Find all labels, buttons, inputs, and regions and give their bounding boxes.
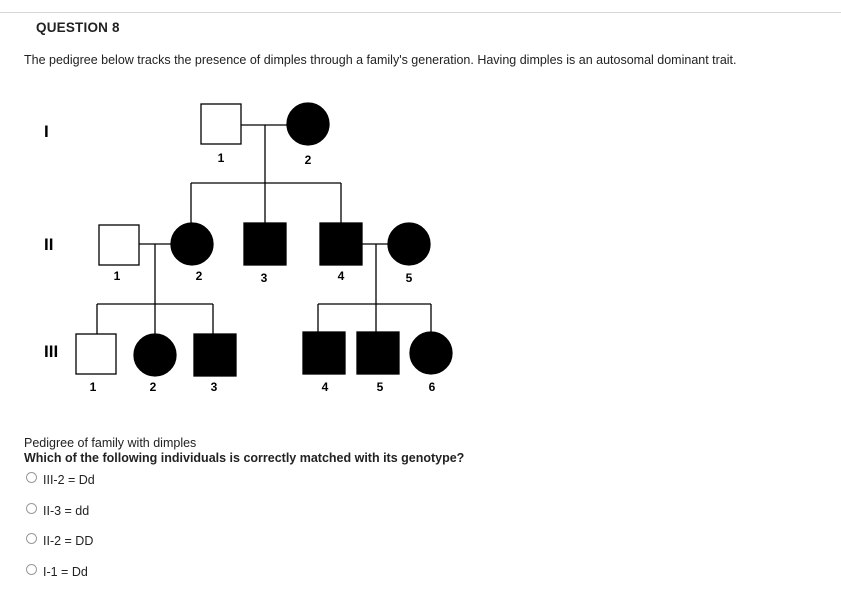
answer-option-label: II-3 = dd — [43, 504, 90, 518]
answer-option-label: III-2 = Dd — [43, 473, 95, 487]
label-i-2: 2 — [305, 153, 312, 167]
label-i-1: 1 — [218, 151, 225, 165]
individual-iii-1 — [75, 333, 117, 375]
answer-option-2[interactable]: II-3 = dd — [26, 502, 89, 520]
radio-button[interactable] — [26, 471, 37, 483]
individual-iii-2 — [133, 333, 177, 377]
pedigree-lines — [96, 124, 432, 334]
label-iii-6: 6 — [429, 380, 436, 394]
individual-ii-4 — [319, 222, 363, 266]
individual-ii-2 — [170, 222, 214, 266]
label-ii-4: 4 — [338, 269, 345, 283]
generation-label-iii: III — [44, 342, 58, 361]
individual-iii-4 — [302, 331, 346, 375]
label-iii-2: 2 — [150, 380, 157, 394]
label-ii-1: 1 — [114, 269, 121, 283]
individual-iii-3 — [193, 333, 237, 377]
individual-i-1 — [200, 103, 242, 145]
pedigree-chart: I II III 1 2 1 2 3 4 5 1 2 3 4 5 6 — [44, 102, 453, 394]
radio-button[interactable] — [26, 532, 37, 544]
question-intro: The pedigree below tracks the presence o… — [24, 53, 737, 67]
answer-option-3[interactable]: II-2 = DD — [26, 532, 93, 550]
generation-label-ii: II — [44, 235, 53, 254]
individual-iii-6 — [409, 331, 453, 375]
label-iii-4: 4 — [322, 380, 329, 394]
individual-iii-5 — [356, 331, 400, 375]
label-ii-3: 3 — [261, 271, 268, 285]
label-ii-5: 5 — [406, 271, 413, 285]
individual-ii-1 — [98, 224, 140, 266]
radio-button[interactable] — [26, 563, 37, 575]
question-prompt: Which of the following individuals is co… — [24, 451, 465, 465]
radio-button[interactable] — [26, 502, 37, 514]
label-iii-5: 5 — [377, 380, 384, 394]
generation-label-i: I — [44, 122, 49, 141]
answer-option-label: I-1 = Dd — [43, 565, 88, 579]
label-iii-1: 1 — [90, 380, 97, 394]
label-ii-2: 2 — [196, 269, 203, 283]
answer-option-label: II-2 = DD — [43, 534, 94, 548]
individual-i-2 — [286, 102, 330, 146]
individual-ii-3 — [243, 222, 287, 266]
answer-option-1[interactable]: III-2 = Dd — [26, 471, 95, 489]
pedigree-caption: Pedigree of family with dimples — [24, 436, 197, 450]
individual-ii-5 — [387, 222, 431, 266]
question-title: QUESTION 8 — [36, 20, 120, 35]
top-divider — [0, 12, 841, 13]
label-iii-3: 3 — [211, 380, 218, 394]
answer-option-4[interactable]: I-1 = Dd — [26, 563, 88, 581]
